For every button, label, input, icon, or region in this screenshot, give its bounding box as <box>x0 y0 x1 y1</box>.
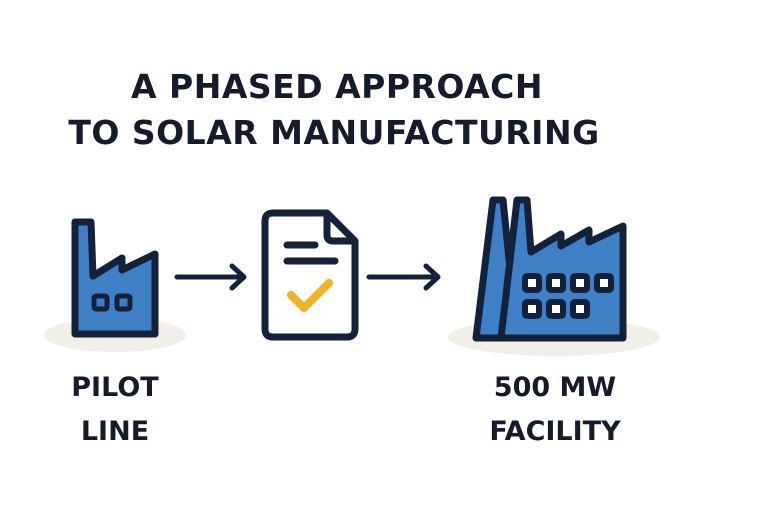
title-line-2: TO SOLAR MANUFACTURING <box>68 113 600 152</box>
small-factory-icon <box>71 218 159 338</box>
label-line-2: FACILITY <box>489 416 621 447</box>
label-line-2: LINE <box>80 416 150 447</box>
document-check-icon <box>261 209 359 341</box>
title-line-1: A PHASED APPROACH <box>131 67 543 106</box>
large-factory-icon <box>472 196 627 342</box>
label-line-1: 500 MW <box>493 372 617 403</box>
step-label-pilot-line: PILOT LINE <box>60 366 170 454</box>
arrow-right-icon <box>174 263 247 291</box>
step-label-500mw-facility: 500 MW FACILITY <box>470 366 640 454</box>
label-line-1: PILOT <box>71 372 159 403</box>
arrow-right-icon <box>366 263 441 291</box>
